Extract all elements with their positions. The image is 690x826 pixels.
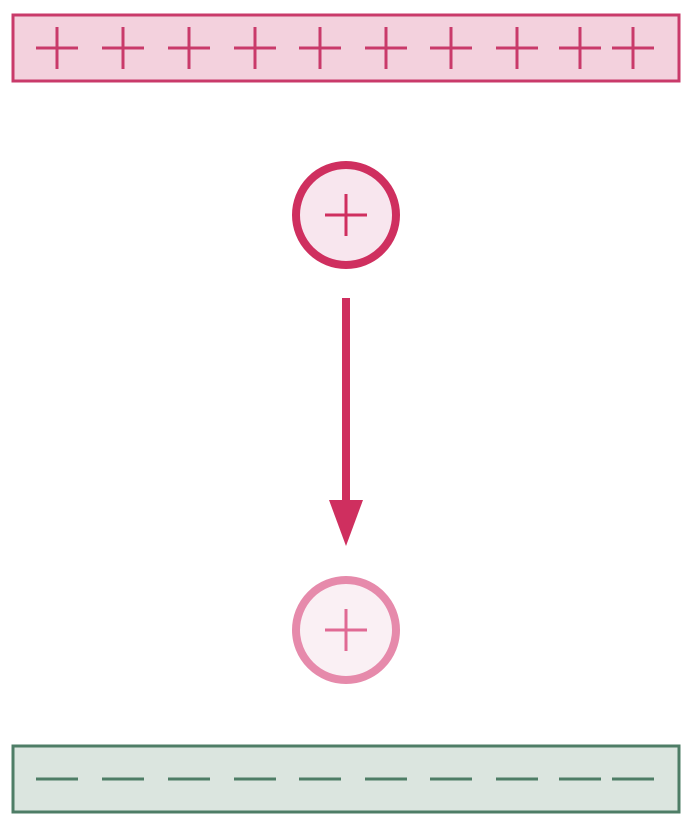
positive-charge-signs	[36, 27, 654, 69]
plus-sign-icon	[102, 27, 144, 69]
plus-sign-icon	[559, 27, 601, 69]
plus-sign-icon	[168, 27, 210, 69]
particle-start	[292, 161, 400, 269]
positive-plate	[11, 13, 681, 83]
plus-sign-icon	[36, 27, 78, 69]
plus-sign-icon	[612, 27, 654, 69]
plus-sign-icon	[430, 27, 472, 69]
plus-sign-icon	[325, 609, 367, 651]
plus-sign-icon	[325, 194, 367, 236]
arrow-head	[329, 500, 363, 546]
motion-arrow-down-icon	[329, 298, 363, 546]
plus-sign-icon	[299, 27, 341, 69]
particle-end	[292, 576, 400, 684]
plus-sign-icon	[365, 27, 407, 69]
negative-plate	[11, 744, 681, 814]
plus-sign-icon	[234, 27, 276, 69]
plus-sign-icon	[496, 27, 538, 69]
